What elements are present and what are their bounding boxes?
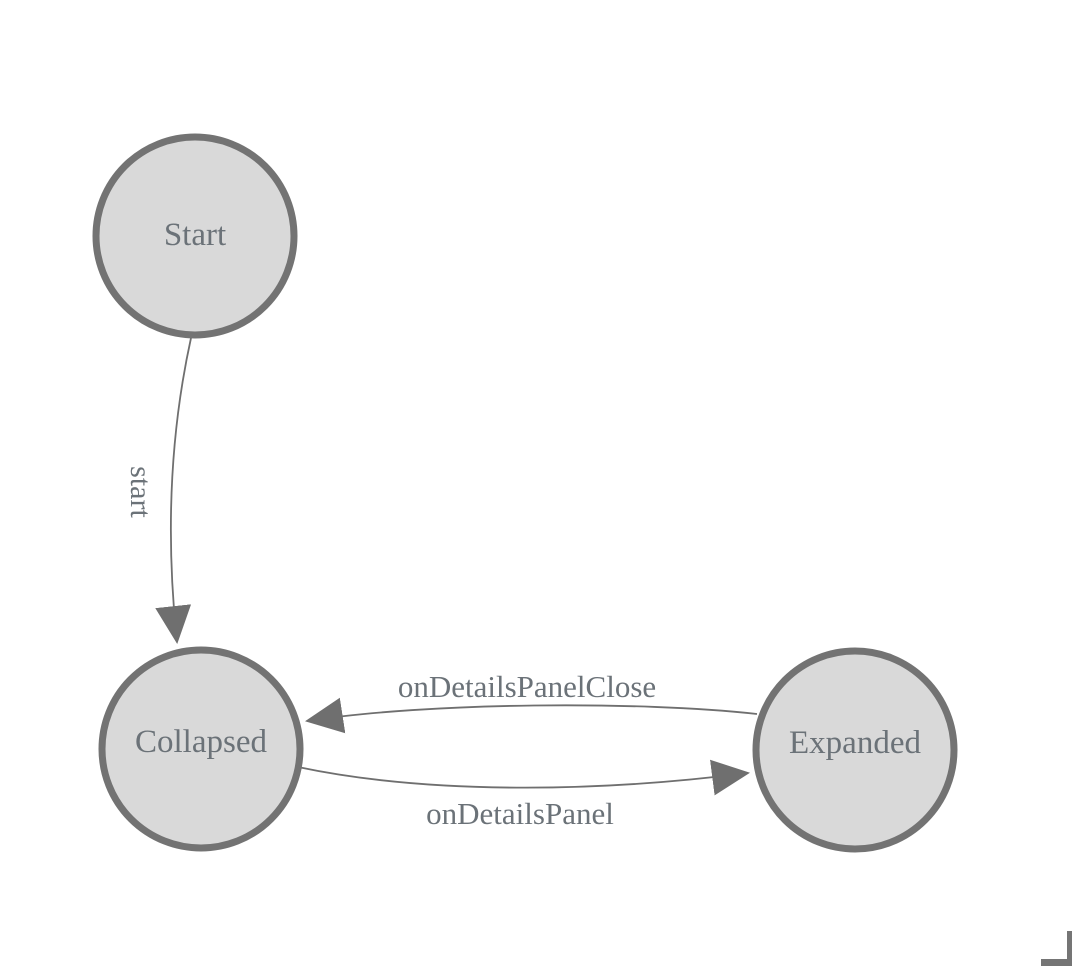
edge-line-start — [155, 337, 192, 644]
edge-line-ondetailspanelclose — [305, 697, 758, 734]
state-circle-collapsed[interactable] — [98, 646, 304, 852]
corner-marker-vertical-bar — [1067, 931, 1072, 966]
state-label-collapsed: Collapsed — [135, 724, 267, 760]
state-label-start: Start — [164, 217, 226, 253]
edge-label-ondetailspanel: onDetailsPanel — [426, 796, 614, 831]
state-label-expanded: Expanded — [789, 725, 921, 761]
edge-start-to-collapsed: start — [124, 337, 192, 644]
edge-label-start: start — [124, 466, 157, 518]
canvas-corner-marker — [1041, 931, 1072, 966]
state-circle-expanded[interactable] — [752, 647, 958, 853]
edge-label-ondetailspanelclose: onDetailsPanelClose — [398, 669, 656, 704]
state-node-expanded[interactable]: Expanded — [752, 647, 958, 853]
edge-collapsed-to-expanded: onDetailsPanel — [297, 759, 750, 831]
state-node-start[interactable]: Start — [92, 133, 298, 339]
state-node-collapsed[interactable]: Collapsed — [98, 646, 304, 852]
corner-marker-horizontal-bar — [1041, 959, 1072, 966]
edge-line-ondetailspanel — [297, 759, 750, 796]
edge-expanded-to-collapsed: onDetailsPanelClose — [305, 669, 758, 734]
state-circle-start[interactable] — [92, 133, 298, 339]
